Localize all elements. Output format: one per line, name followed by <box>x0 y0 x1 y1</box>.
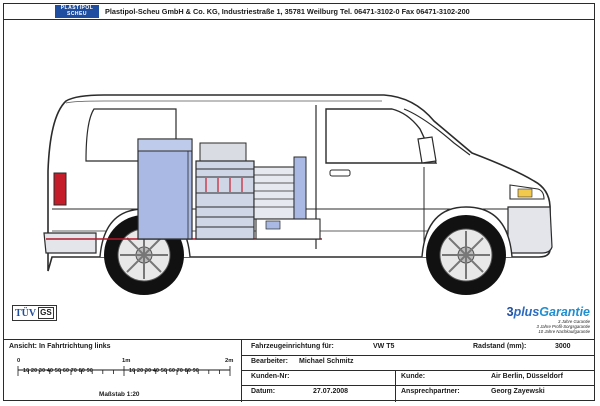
date-label: Datum: <box>251 388 276 395</box>
rear-light <box>53 172 67 206</box>
tuv-gs-certification: TÜV GS <box>12 304 66 322</box>
front-bumper <box>507 206 553 254</box>
title-block-header: PLASTIPOL SCHEU Plastipol-Scheu GmbH & C… <box>3 3 595 20</box>
scale-end: 2m <box>225 358 234 364</box>
customer-value: Air Berlin, Düsseldorf <box>491 373 563 380</box>
door-handle <box>329 169 351 177</box>
front-wheel <box>426 215 506 295</box>
tuv-badge: TÜV GS <box>12 305 57 321</box>
scale-ticks-first-meter: 10 20 30 40 50 60 70 80 90 <box>23 368 93 374</box>
scale-mid: 1m <box>122 358 131 364</box>
brand-title-number: 3 <box>506 305 514 319</box>
company-address: Plastipol-Scheu GmbH & Co. KG, Industrie… <box>105 6 470 16</box>
scale-caption: Maßstab 1:20 <box>99 391 140 398</box>
wheelbase-value: 3000 <box>555 343 571 350</box>
contact-value: Georg Zayewski <box>491 388 545 395</box>
editor-value: Michael Schmitz <box>299 358 354 365</box>
editor-label: Bearbeiter: <box>251 358 288 365</box>
logo-line-2: SCHEU <box>66 11 87 17</box>
roof-line <box>65 100 382 104</box>
vehicle-label: Fahrzeugeinrichtung für: <box>251 343 334 350</box>
tuv-label: TÜV <box>15 307 37 319</box>
plastipol-logo: PLASTIPOL SCHEU <box>55 4 99 18</box>
scale-start: 0 <box>17 358 21 364</box>
windscreen <box>403 108 471 156</box>
customer-no-label: Kunden-Nr: <box>251 373 290 380</box>
drawing-frame <box>3 3 595 401</box>
side-mirror <box>417 136 437 164</box>
brand-title: 3plusGarantie <box>507 305 590 319</box>
vehicle-value: VW T5 <box>373 343 395 350</box>
van-drawing <box>4 21 594 301</box>
3plusgarantie-brand: 3plusGarantie 3 Jahre Garantie 3 Jahre P… <box>507 305 590 334</box>
date-value: 27.07.2008 <box>313 388 349 395</box>
contact-label: Ansprechpartner: <box>401 388 460 395</box>
brand-line-1: 3 Jahre Garantie <box>557 319 590 324</box>
brand-line-3: 10 Jahre Nachkaufgarantie <box>538 329 590 334</box>
scale-bar: 0 1m 2m 10 20 30 40 50 60 70 80 90 10 20… <box>3 355 241 402</box>
title-block-table: Ansicht: In Fahrtrichtung links Fahrzeug… <box>3 339 595 402</box>
scale-ruler <box>17 366 231 376</box>
rear-bumper <box>43 232 97 254</box>
gs-label: GS <box>38 307 54 319</box>
customer-label: Kunde: <box>401 373 426 380</box>
view-label: Ansicht: In Fahrtrichtung links <box>9 343 111 350</box>
logo-line-1: PLASTIPOL <box>60 5 94 11</box>
wheelbase-label: Radstand (mm): <box>473 343 527 350</box>
van-side-view <box>43 94 553 295</box>
brand-title-word: Garantie <box>539 305 590 319</box>
brand-title-plus: plus <box>513 305 540 319</box>
shelving-unit <box>137 138 321 240</box>
indicator <box>517 188 533 198</box>
scale-ticks-second-meter: 10 20 30 40 50 60 70 80 90 <box>129 368 199 374</box>
brand-line-2: 3 Jahre Profil-Sorgsgarantie <box>536 324 591 329</box>
